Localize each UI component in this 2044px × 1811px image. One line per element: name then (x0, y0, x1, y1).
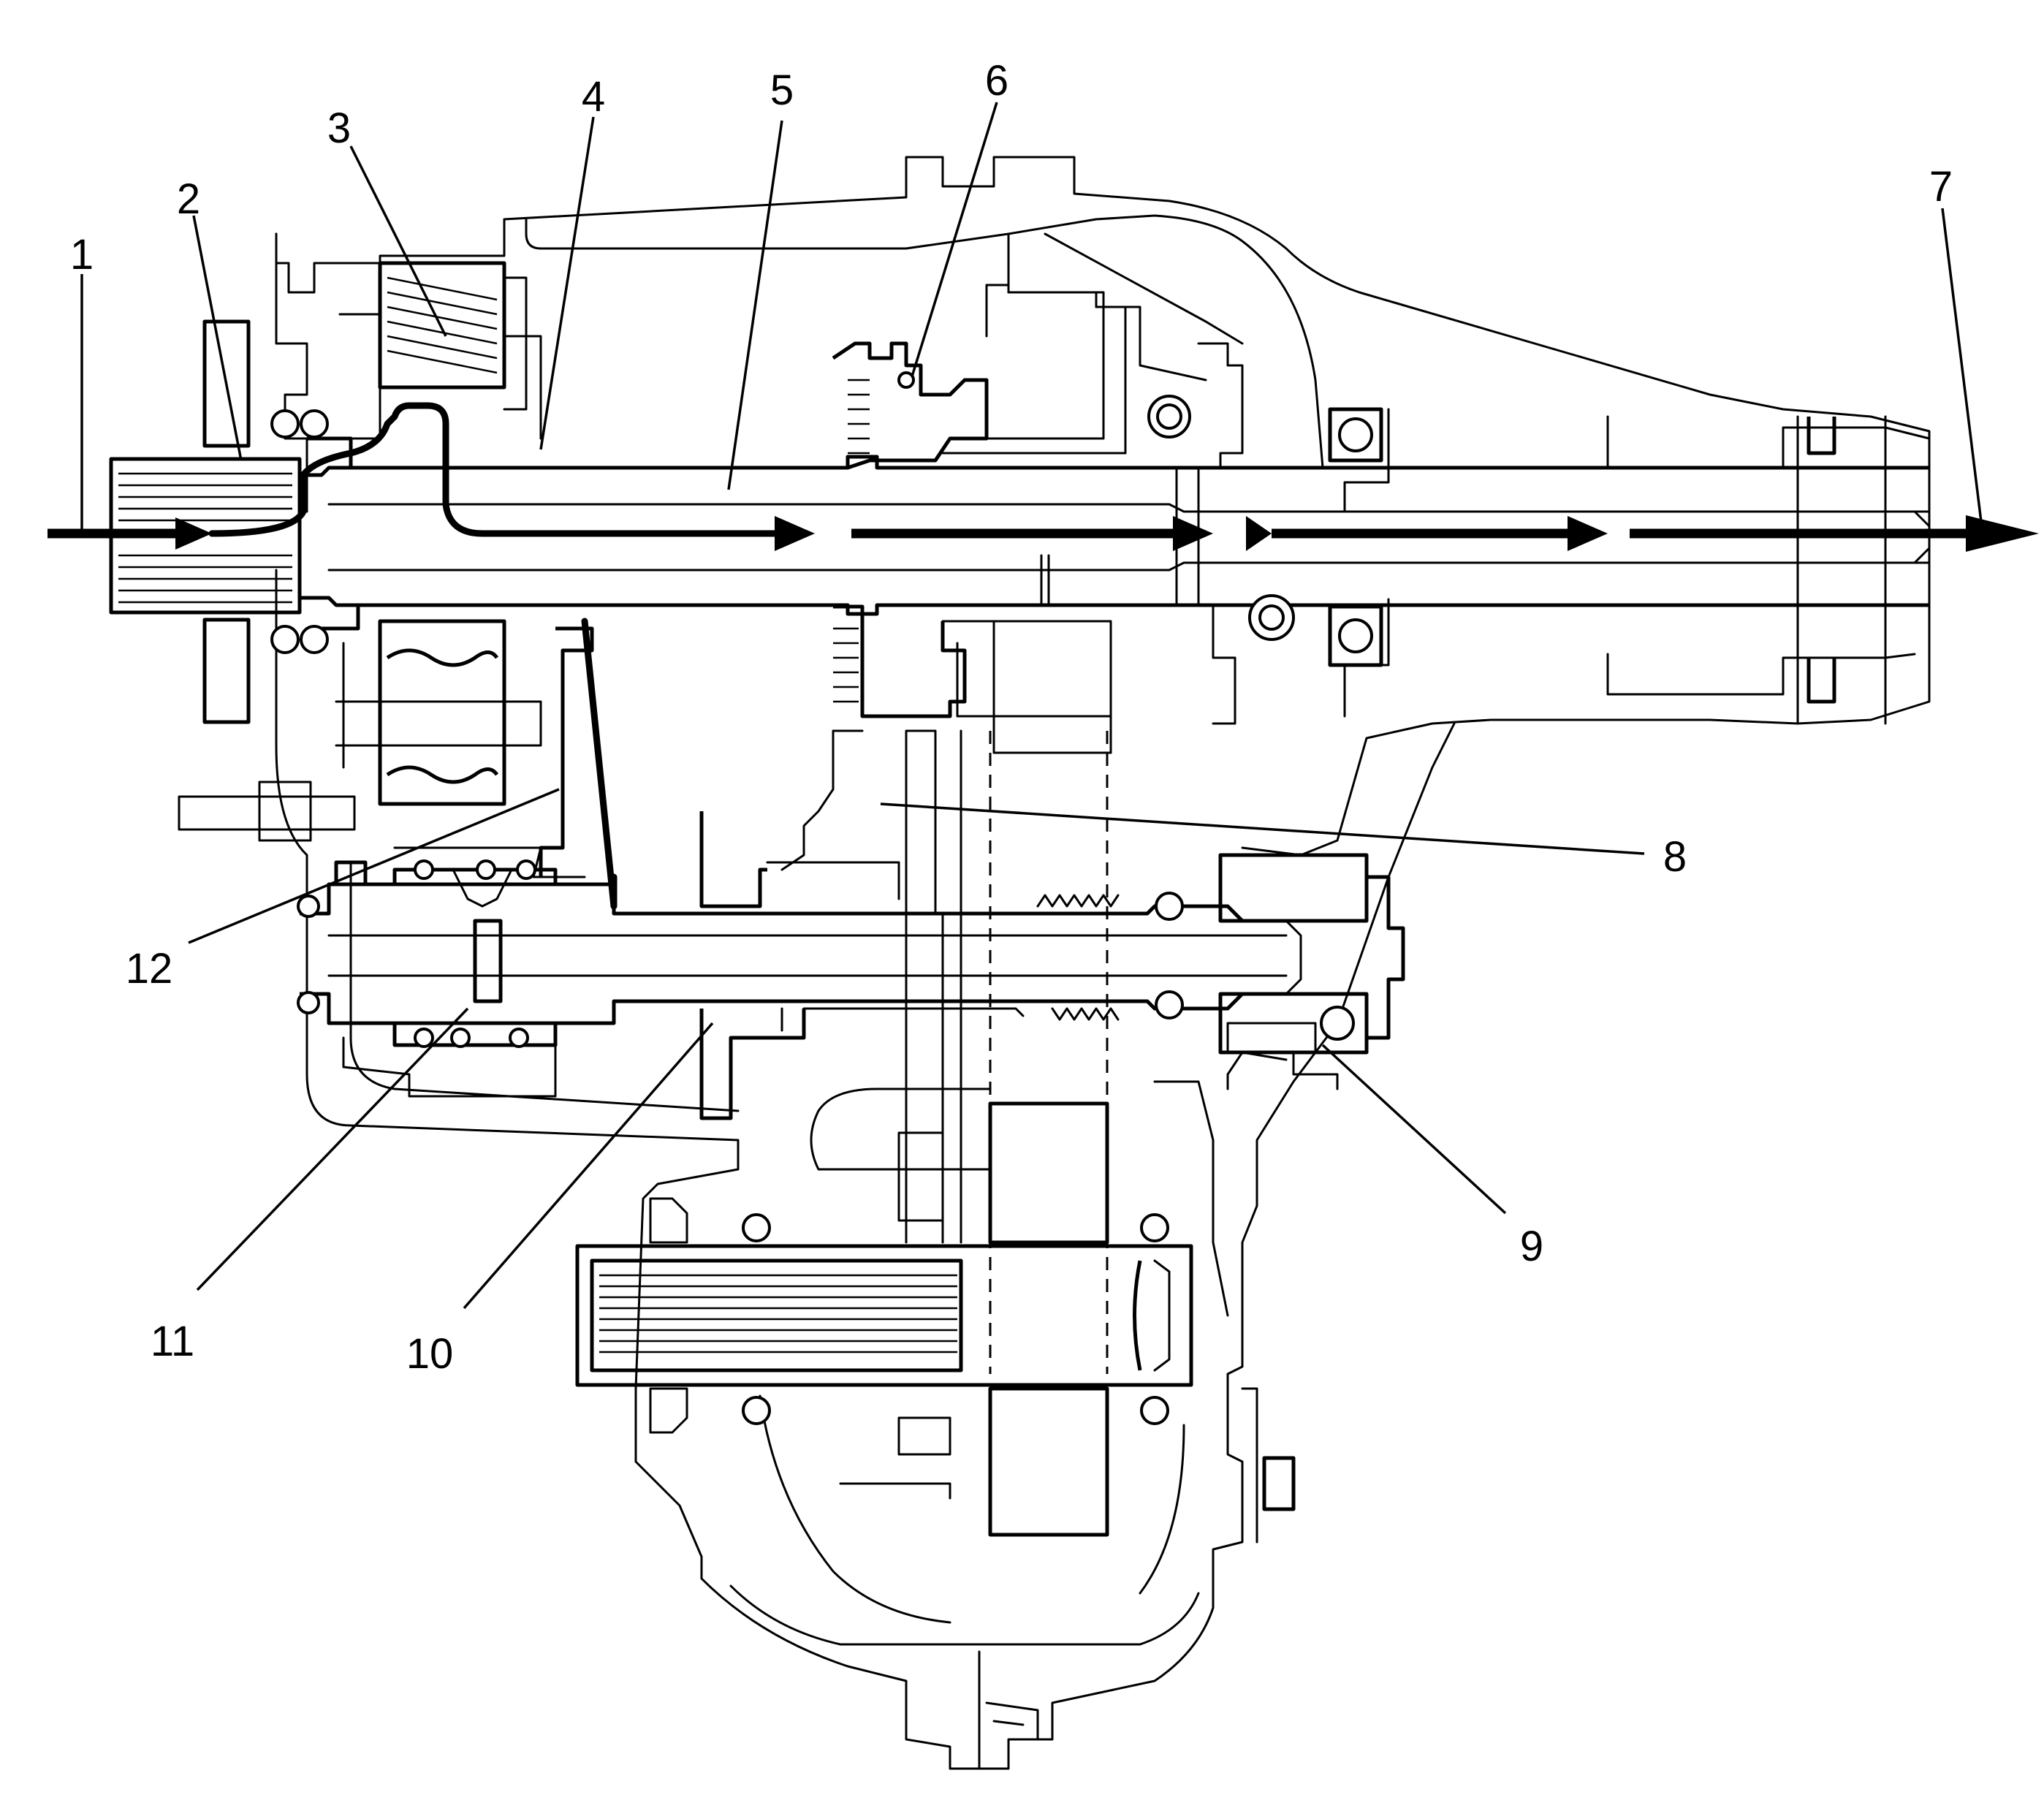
callout-3: 3 (327, 105, 351, 152)
power-flow-path (208, 402, 793, 537)
callout-leaders (80, 102, 1983, 1310)
callout-1: 1 (70, 231, 94, 278)
leader-5 (727, 120, 783, 490)
leader-9 (1321, 1044, 1507, 1215)
leader-10 (463, 1022, 714, 1310)
output-flow-arrowhead (1966, 515, 2039, 552)
sprocket-teeth (848, 379, 870, 455)
input-flow-arrowhead (175, 517, 212, 550)
leader-11 (196, 1007, 469, 1291)
main-flow-arrowhead-1 (775, 516, 815, 551)
leader-7 (1941, 208, 1983, 528)
callout-2: 2 (177, 175, 200, 223)
power-flow-arrows (48, 402, 2039, 552)
leader-3 (349, 145, 447, 337)
front-output-shaft-assembly (297, 729, 1405, 1120)
main-flow-arrowhead-3 (1246, 516, 1272, 551)
rear-bearings-and-seals (1147, 342, 1383, 725)
leader-8 (880, 802, 1645, 855)
main-flow-arrowhead-4 (1568, 516, 1608, 551)
helical-gear-teeth (387, 276, 498, 374)
front-output-flange (575, 1087, 1296, 1544)
callout-7: 7 (1929, 163, 1953, 210)
main-flow-arrowhead-2 (1173, 516, 1213, 551)
leader-6 (911, 102, 998, 377)
callout-8: 8 (1663, 833, 1687, 881)
front-output-spline-teeth (599, 1274, 957, 1353)
input-spline-teeth (118, 472, 292, 604)
leader-2 (192, 215, 243, 461)
leader-12 (188, 788, 560, 944)
callout-12: 12 (126, 945, 173, 992)
leader-4 (539, 116, 595, 450)
main-shaft-assembly (109, 319, 1931, 842)
callout-10: 10 (406, 1330, 454, 1378)
callout-5: 5 (770, 67, 794, 114)
lower-sprocket-teeth (833, 627, 859, 703)
callout-4: 4 (582, 73, 605, 121)
drive-sprocket-assembly (832, 284, 1127, 754)
callout-11: 11 (151, 1318, 194, 1365)
callout-6: 6 (985, 57, 1008, 105)
callout-9: 9 (1520, 1223, 1543, 1270)
planetary-gear-set (335, 261, 542, 806)
callout-labels: 1 2 3 4 5 6 7 8 9 10 11 12 (70, 57, 1953, 1378)
